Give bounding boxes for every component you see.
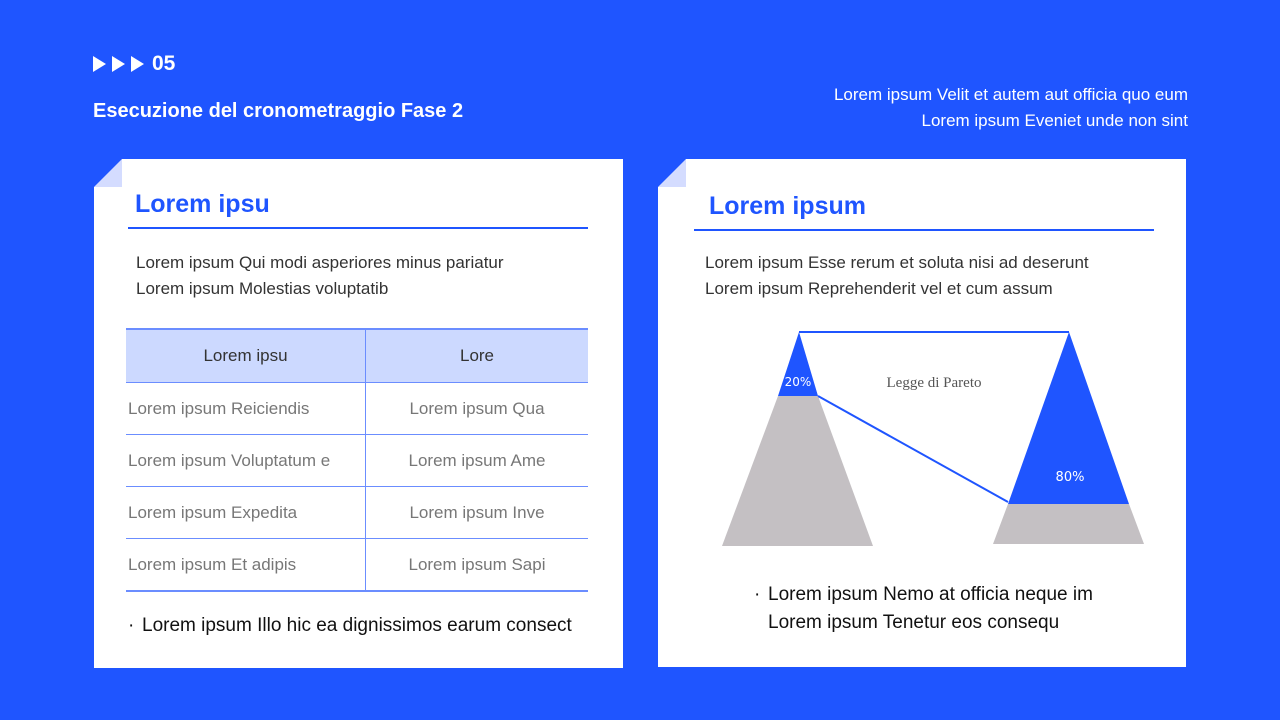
table-cell: Lorem ipsum Et adipis: [126, 538, 366, 592]
table-header-cell: Lore: [365, 328, 588, 383]
section-marker: 05: [93, 52, 175, 76]
diagonal-connector-line: [817, 395, 1009, 503]
table-row: Lorem ipsum Voluptatum e Lorem ipsum Ame: [126, 434, 588, 487]
left-percent-label: 20%: [785, 375, 812, 389]
play-arrow-icon: [131, 56, 144, 72]
table-row: Lorem ipsum Reiciendis Lorem ipsum Qua: [126, 382, 588, 435]
header-description-line: Lorem ipsum Velit et autem aut officia q…: [833, 85, 1188, 104]
right-mountain-base: [993, 504, 1144, 544]
table-header-row: Lorem ipsu Lore: [126, 328, 588, 383]
folded-corner-cutout: [94, 159, 122, 187]
title-underline: [694, 229, 1154, 231]
right-card: Lorem ipsum Lorem ipsum Esse rerum et so…: [658, 159, 1186, 667]
table-cell: Lorem ipsum Ame: [365, 434, 588, 487]
table-cell: Lorem ipsum Sapi: [365, 538, 588, 592]
section-number: 05: [152, 52, 176, 75]
left-mountain-base: [722, 396, 873, 546]
header-description: Lorem ipsum Velit et autem aut officia q…: [834, 82, 1188, 134]
card-description-line: Lorem ipsum Reprehenderit vel et cum ass…: [705, 279, 1053, 298]
header-description-line: Lorem ipsum Eveniet unde non sint: [921, 111, 1189, 130]
table-header-cell: Lorem ipsu: [126, 328, 366, 383]
card-description-line: Lorem ipsum Molestias voluptatib: [136, 279, 389, 298]
diagram-label: Legge di Pareto: [887, 375, 982, 391]
play-arrow-icon: [112, 56, 125, 72]
bullet-item: · Lorem ipsum Illo hic ea dignissimos ea…: [128, 612, 572, 640]
bullet-text-line: Lorem ipsum Tenetur eos consequ: [768, 612, 1060, 633]
table-cell: Lorem ipsum Expedita: [126, 486, 366, 539]
table-cell: Lorem ipsum Reiciendis: [126, 382, 366, 435]
card-description: Lorem ipsum Qui modi asperiores minus pa…: [136, 250, 504, 302]
page-title: Esecuzione del cronometraggio Fase 2: [93, 100, 464, 122]
bullet-item: · Lorem ipsum Nemo at officia neque im L…: [754, 581, 1093, 637]
data-table: Lorem ipsu Lore Lorem ipsum Reiciendis L…: [126, 328, 588, 592]
card-description-line: Lorem ipsum Qui modi asperiores minus pa…: [136, 253, 504, 272]
folded-corner-cutout: [658, 159, 686, 187]
card-title: Lorem ipsu: [135, 190, 270, 218]
table-row: Lorem ipsum Expedita Lorem ipsum Inve: [126, 486, 588, 539]
left-card: Lorem ipsu Lorem ipsum Qui modi asperior…: [94, 159, 623, 668]
pareto-diagram: 20% 80% Legge di Pareto: [722, 331, 1144, 546]
table-cell: Lorem ipsum Voluptatum e: [126, 434, 366, 487]
bullet-text: Lorem ipsum Illo hic ea dignissimos earu…: [142, 615, 572, 636]
title-underline: [128, 227, 588, 229]
left-mountain-tip: [778, 332, 818, 396]
table-row: Lorem ipsum Et adipis Lorem ipsum Sapi: [126, 538, 588, 592]
bullet-dot-icon: ·: [754, 584, 761, 605]
card-description-line: Lorem ipsum Esse rerum et soluta nisi ad…: [705, 253, 1089, 272]
card-title: Lorem ipsum: [709, 192, 866, 220]
play-arrow-icon: [93, 56, 106, 72]
right-mountain-tip: [1008, 332, 1129, 504]
bullet-text-line: Lorem ipsum Nemo at officia neque im: [768, 584, 1093, 605]
table-cell: Lorem ipsum Inve: [365, 486, 588, 539]
right-percent-label: 80%: [1056, 470, 1085, 485]
table-cell: Lorem ipsum Qua: [365, 382, 588, 435]
bullet-dot-icon: ·: [128, 615, 135, 636]
card-description: Lorem ipsum Esse rerum et soluta nisi ad…: [705, 250, 1089, 302]
